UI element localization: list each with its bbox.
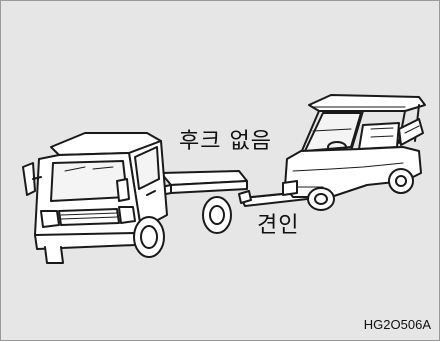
no-hook-label: 후크 없음 (179, 129, 272, 154)
figure-code: HG2O506A (363, 317, 431, 332)
flatbed-truck (22, 132, 248, 264)
tow-label: 견인 (257, 213, 300, 238)
golf-cart (282, 94, 426, 211)
